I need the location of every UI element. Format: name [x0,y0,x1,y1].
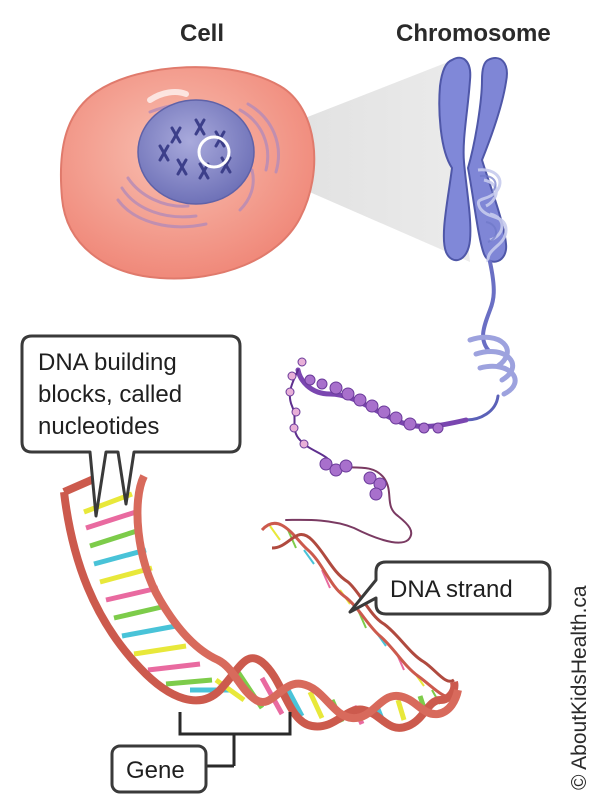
dna-strand-large [60,474,462,732]
callout-gene: Gene [110,744,208,794]
chromosome-illustration [438,56,508,263]
gene-label: Gene [126,757,185,784]
nucleotides-label-line3: nucleotides [38,413,159,440]
nucleotides-label-line2: blocks, called [38,381,182,408]
zoom-wedge [218,62,470,262]
chromatin-fiber [285,260,518,544]
nucleotides-label-line1: DNA building [38,349,177,376]
gene-bracket [178,712,292,768]
dna-strand-label: DNA strand [390,576,513,603]
copyright-credit: © AboutKidsHealth.ca [568,585,591,790]
chromosome-heading: Chromosome [396,20,551,47]
callout-nucleotides: DNA building blocks, called nucleotides [20,334,242,518]
cell-illustration [59,66,316,280]
chromatin-beads [285,357,444,501]
callout-dna-strand: DNA strand [348,560,552,616]
cell-heading: Cell [180,20,225,47]
